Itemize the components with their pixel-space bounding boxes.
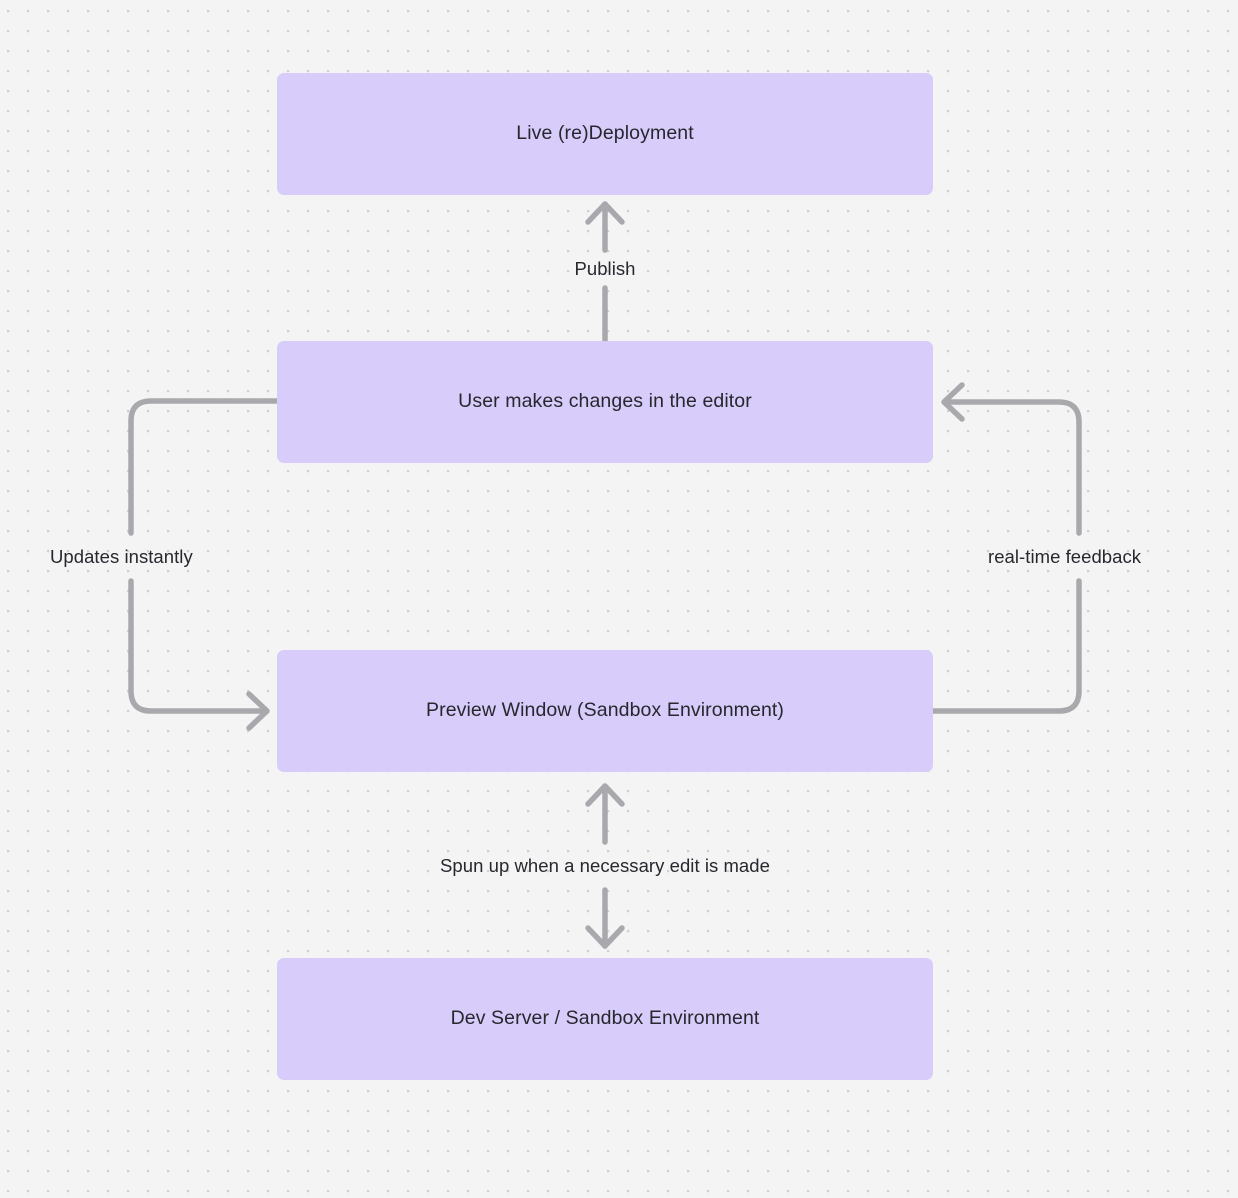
edge-label-real-time-feedback: real-time feedback [988, 545, 1142, 567]
edge-label-publish: Publish [574, 257, 636, 279]
edge-label-spun-up: Spun up when a necessary edit is made [440, 854, 770, 876]
node-preview-window[interactable]: Preview Window (Sandbox Environment) [277, 650, 933, 772]
node-label: User makes changes in the editor [458, 390, 752, 413]
node-label: Preview Window (Sandbox Environment) [426, 699, 784, 722]
node-label: Dev Server / Sandbox Environment [450, 1007, 760, 1030]
node-label: Live (re)Deployment [516, 122, 694, 145]
node-live-deployment[interactable]: Live (re)Deployment [277, 73, 933, 195]
edge-label-updates-instantly: Updates instantly [50, 545, 193, 567]
node-user-edits[interactable]: User makes changes in the editor [277, 341, 933, 463]
node-dev-server[interactable]: Dev Server / Sandbox Environment [277, 958, 933, 1080]
